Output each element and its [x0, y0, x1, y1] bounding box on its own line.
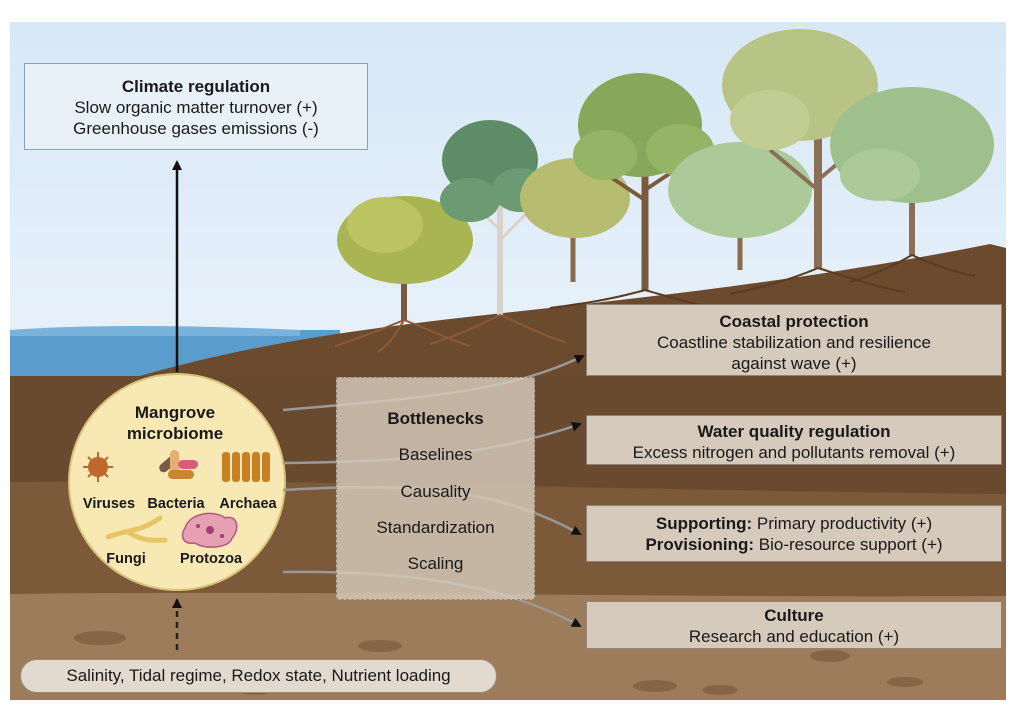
coastal-title: Coastal protection	[719, 312, 869, 331]
water-line-1: Excess nitrogen and pollutants removal (…	[632, 443, 956, 462]
bottleneck-scaling: Scaling	[407, 554, 464, 573]
supporting-provisioning-box: Supporting: Primary productivity (+) Pro…	[586, 505, 1002, 562]
tree-6	[722, 29, 906, 295]
supporting-label: Supporting:	[655, 514, 753, 533]
climate-title: Climate regulation	[121, 77, 271, 96]
climate-line-2: Greenhouse gases emissions (-)	[73, 119, 319, 138]
provisioning-text: Bio-resource support (+)	[754, 535, 943, 554]
supporting-text: Primary productivity (+)	[752, 514, 933, 533]
bacteria-icon	[159, 450, 198, 479]
climate-regulation-box: Climate regulation Slow organic matter t…	[24, 63, 368, 150]
tree-2	[429, 120, 566, 345]
microbiome-title-line-2: microbiome	[126, 424, 224, 443]
culture-title: Culture	[764, 606, 824, 625]
tree-5	[668, 142, 812, 270]
bacteria-label: Bacteria	[147, 496, 205, 512]
coastal-line-1: Coastline stabilization and resilience	[656, 333, 932, 352]
culture-line-1: Research and education (+)	[688, 627, 900, 646]
virus-icon	[83, 452, 113, 482]
microbiome-title: Mangrove microbiome	[105, 402, 245, 444]
water-title: Water quality regulation	[697, 422, 891, 441]
coastal-line-2: against wave (+)	[731, 354, 857, 373]
viruses-label: Viruses	[82, 496, 136, 512]
climate-line-1: Slow organic matter turnover (+)	[74, 98, 318, 117]
bottleneck-standardization: Standardization	[376, 518, 495, 537]
coastal-protection-box: Coastal protection Coastline stabilizati…	[586, 304, 1002, 376]
drivers-pill: Salinity, Tidal regime, Redox state, Nut…	[20, 659, 497, 693]
archaea-icon	[222, 452, 270, 482]
protozoa-icon	[181, 512, 238, 548]
fungi-label: Fungi	[106, 551, 146, 567]
culture-box: Culture Research and education (+)	[586, 601, 1002, 649]
microbiome-title-line-1: Mangrove	[134, 403, 216, 422]
tree-7	[830, 87, 994, 283]
water-quality-box: Water quality regulation Excess nitrogen…	[586, 415, 1002, 465]
bottlenecks-box: Bottlenecks Baselines Causality Standard…	[336, 377, 535, 600]
bottleneck-causality: Causality	[400, 482, 471, 501]
bottleneck-baselines: Baselines	[398, 445, 473, 464]
protozoa-label: Protozoa	[179, 551, 243, 567]
archaea-label: Archaea	[219, 496, 277, 512]
bottlenecks-title: Bottlenecks	[387, 409, 484, 428]
provisioning-label: Provisioning:	[645, 535, 755, 554]
fungi-icon	[105, 515, 168, 543]
tree-1	[334, 196, 473, 353]
